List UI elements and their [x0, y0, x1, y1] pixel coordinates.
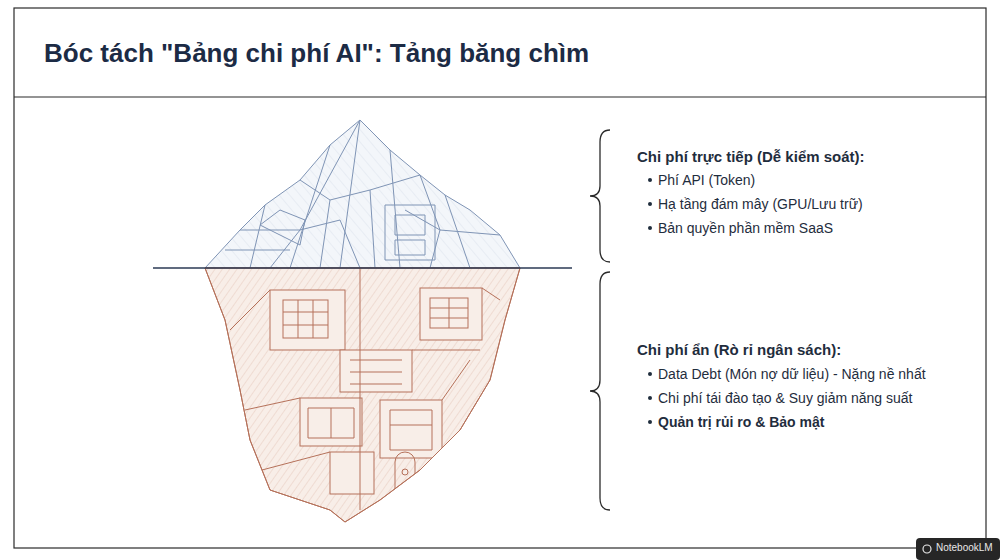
iceberg-bottom	[430, 298, 468, 328]
bullet-item: Phí API (Token)	[658, 172, 755, 189]
curly-bracket	[590, 130, 610, 510]
slide-frame	[14, 8, 986, 548]
bullet-item: Data Debt (Món nợ dữ liệu) - Nặng nề nhấ…	[658, 366, 926, 383]
iceberg-top	[225, 120, 500, 268]
bullet-item: Chi phí tái đào tạo & Suy giảm năng suất	[658, 390, 913, 407]
slide-frame	[14, 96, 986, 97]
iceberg-bottom	[402, 469, 408, 475]
curly-bracket	[590, 272, 610, 510]
iceberg-bottom	[430, 298, 468, 328]
iceberg-top	[205, 120, 520, 268]
watermark-badge	[916, 538, 1000, 560]
iceberg-bottom	[330, 452, 374, 494]
iceberg-bottom	[270, 290, 345, 350]
watermark-badge	[916, 538, 1000, 560]
iceberg-bottom	[200, 268, 530, 528]
iceberg-bottom	[420, 288, 482, 340]
iceberg-top	[205, 120, 520, 268]
iceberg-bottom	[300, 398, 362, 446]
slide-title: Bóc tách "Bảng chi phí AI": Tảng băng ch…	[44, 38, 589, 69]
iceberg-bottom	[308, 408, 354, 438]
iceberg-bottom	[390, 410, 432, 450]
slide-frame	[14, 8, 986, 548]
iceberg-top	[260, 210, 305, 245]
watermark: NotebookLM	[936, 542, 993, 554]
iceberg-bottom	[200, 268, 530, 528]
iceberg-bottom	[340, 350, 412, 392]
bullet-item: Quản trị rủi ro & Bảo mật	[658, 414, 824, 431]
iceberg-top	[385, 205, 435, 260]
watermark-badge	[923, 545, 931, 553]
iceberg-bottom	[230, 268, 500, 510]
group-heading: Chi phí trực tiếp (Dễ kiểm soát):	[637, 148, 865, 166]
iceberg-bottom	[395, 452, 415, 490]
group-heading: Chi phí ẩn (Rò rỉ ngân sách):	[637, 341, 841, 359]
waterline	[153, 267, 572, 268]
bullet-item: Hạ tầng đám mây (GPU/Lưu trữ)	[658, 196, 863, 213]
bullet-item: Bản quyền phần mềm SaaS	[658, 220, 833, 237]
iceberg-bottom	[380, 400, 442, 458]
iceberg-top	[205, 120, 520, 268]
iceberg-bottom	[200, 268, 530, 528]
curly-bracket	[590, 130, 610, 262]
iceberg-bottom	[283, 300, 328, 338]
iceberg-bottom	[205, 268, 520, 522]
iceberg-bottom	[350, 360, 402, 384]
iceberg-bottom	[283, 300, 328, 338]
